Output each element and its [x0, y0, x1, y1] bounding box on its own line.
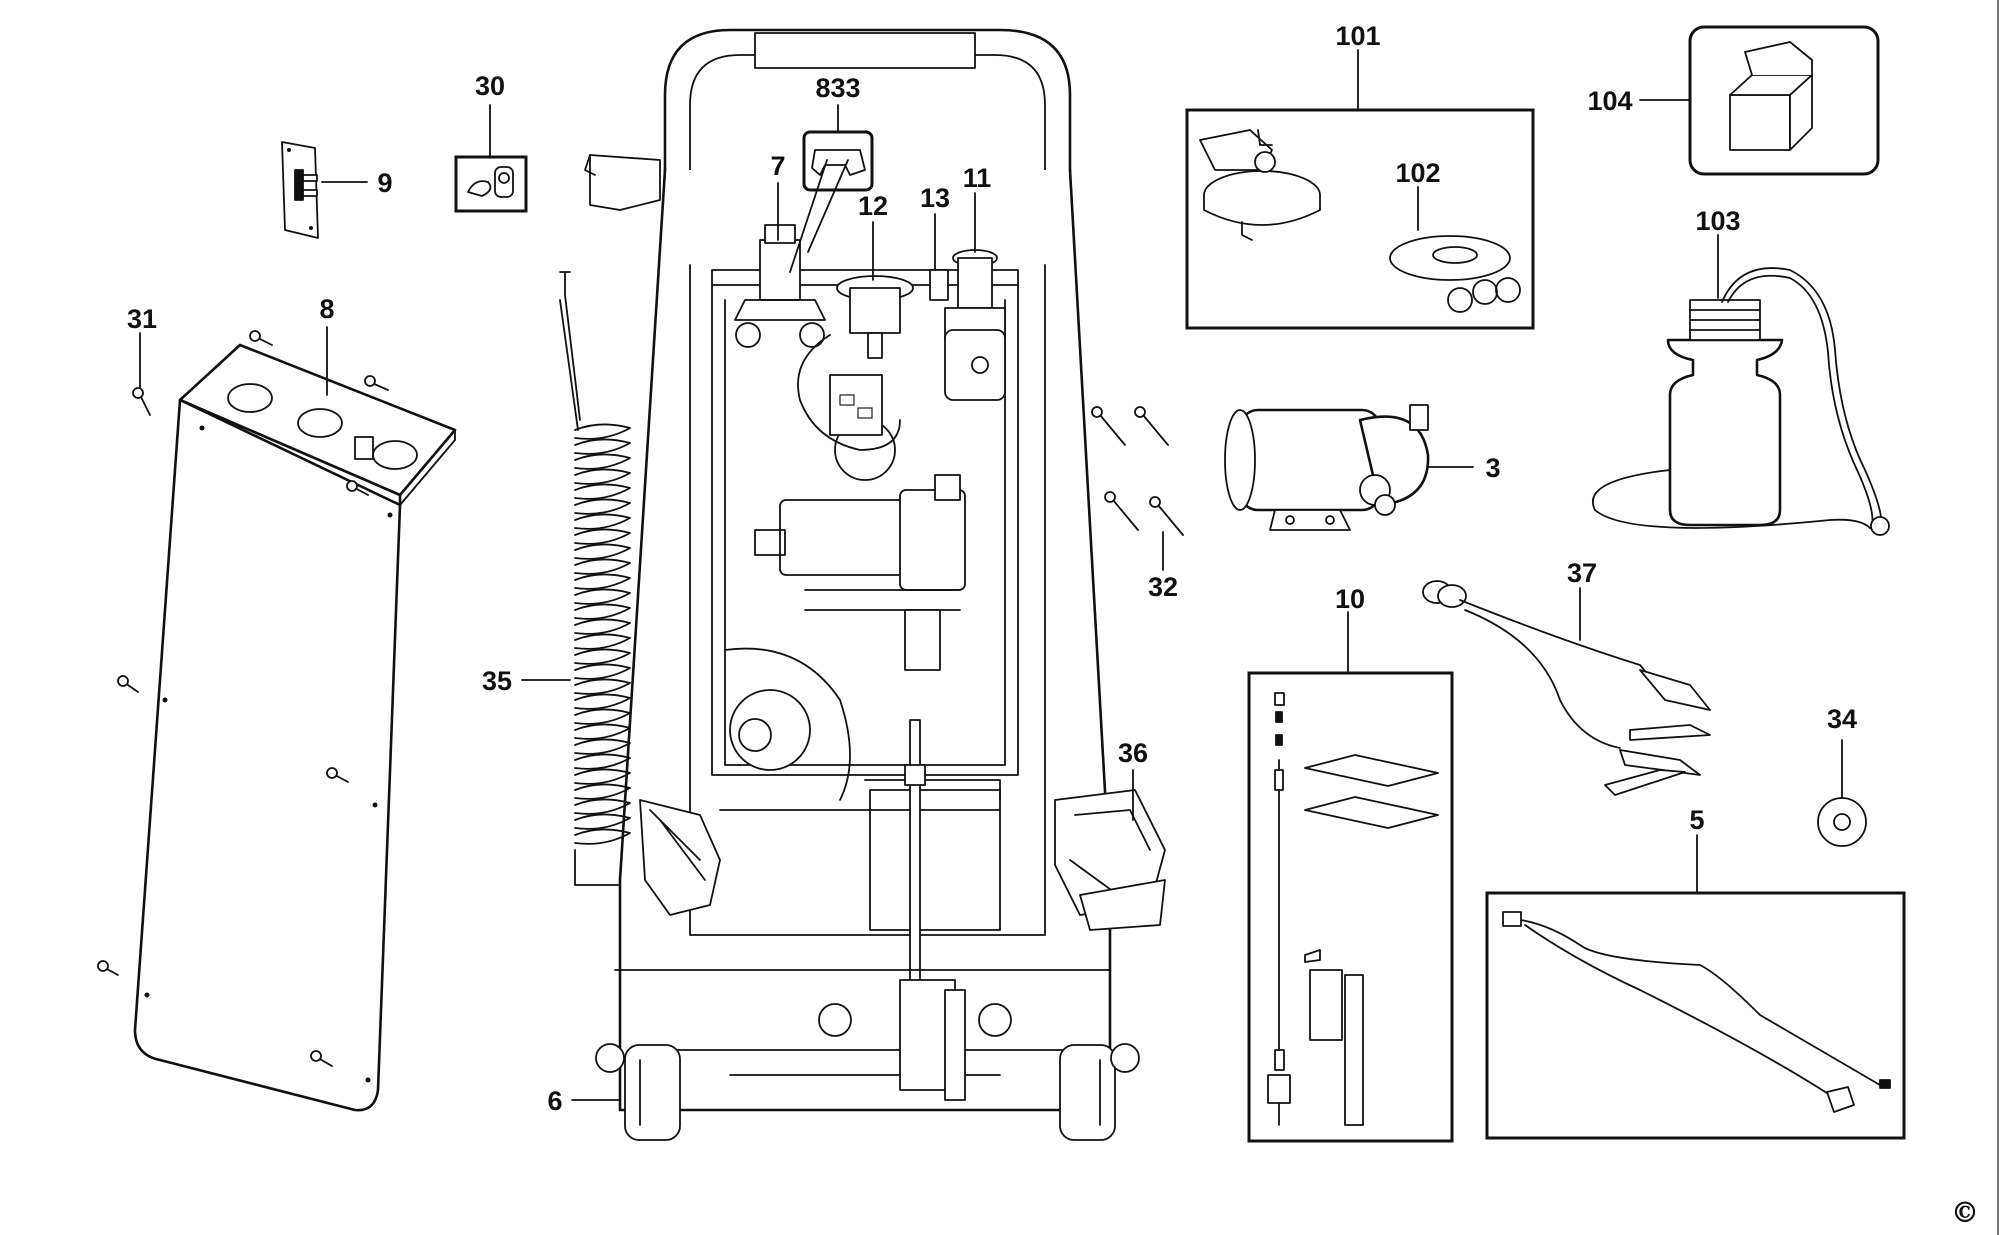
callout-101: 101 — [1335, 21, 1380, 51]
callout-13: 13 — [920, 183, 950, 213]
leader-lines — [139, 49, 1843, 1101]
part-5-cable-box — [1485, 891, 1906, 1140]
part-10-kit-box — [1247, 671, 1454, 1143]
part-3-motor — [1224, 404, 1430, 531]
screw-set-31 — [97, 330, 389, 1067]
callout-5: 5 — [1689, 805, 1704, 835]
callout-35: 35 — [482, 666, 512, 696]
callout-32: 32 — [1148, 572, 1178, 602]
callout-36: 36 — [1118, 738, 1148, 768]
callout-31: 31 — [127, 304, 157, 334]
callout-10: 10 — [1335, 584, 1365, 614]
callout-34: 34 — [1827, 704, 1857, 734]
part-30-box — [454, 155, 528, 213]
screw-set-32 — [1091, 406, 1184, 536]
callout-104: 104 — [1587, 86, 1632, 116]
callout-30: 30 — [475, 71, 505, 101]
callout-7: 7 — [770, 151, 785, 181]
callout-833: 833 — [815, 73, 860, 103]
part-104-box — [1688, 25, 1880, 176]
part-103-bottle — [1592, 267, 1890, 536]
callout-102: 102 — [1395, 158, 1440, 188]
callout-11: 11 — [963, 163, 992, 193]
callout-12: 12 — [858, 191, 888, 221]
callout-6: 6 — [547, 1086, 562, 1116]
part-35-coiled-hose — [559, 271, 721, 916]
callout-9: 9 — [377, 168, 392, 198]
part-101-kit-box — [1185, 108, 1535, 330]
part-36-side-holder — [1054, 789, 1166, 931]
callout-labels: 101 102 103 104 30 833 9 7 12 13 11 31 8… — [127, 21, 1857, 1116]
part-8-side-panel — [133, 343, 457, 1112]
callout-3: 3 — [1485, 453, 1500, 483]
copyright-mark: © — [1951, 1196, 1979, 1229]
callout-37: 37 — [1567, 558, 1597, 588]
part-37-clamp-cable — [1422, 580, 1711, 796]
callout-8: 8 — [319, 294, 334, 324]
main-machine-body — [584, 28, 1140, 1141]
callout-103: 103 — [1695, 206, 1740, 236]
part-34-washer — [1817, 797, 1867, 847]
part-9-bracket — [281, 141, 319, 239]
